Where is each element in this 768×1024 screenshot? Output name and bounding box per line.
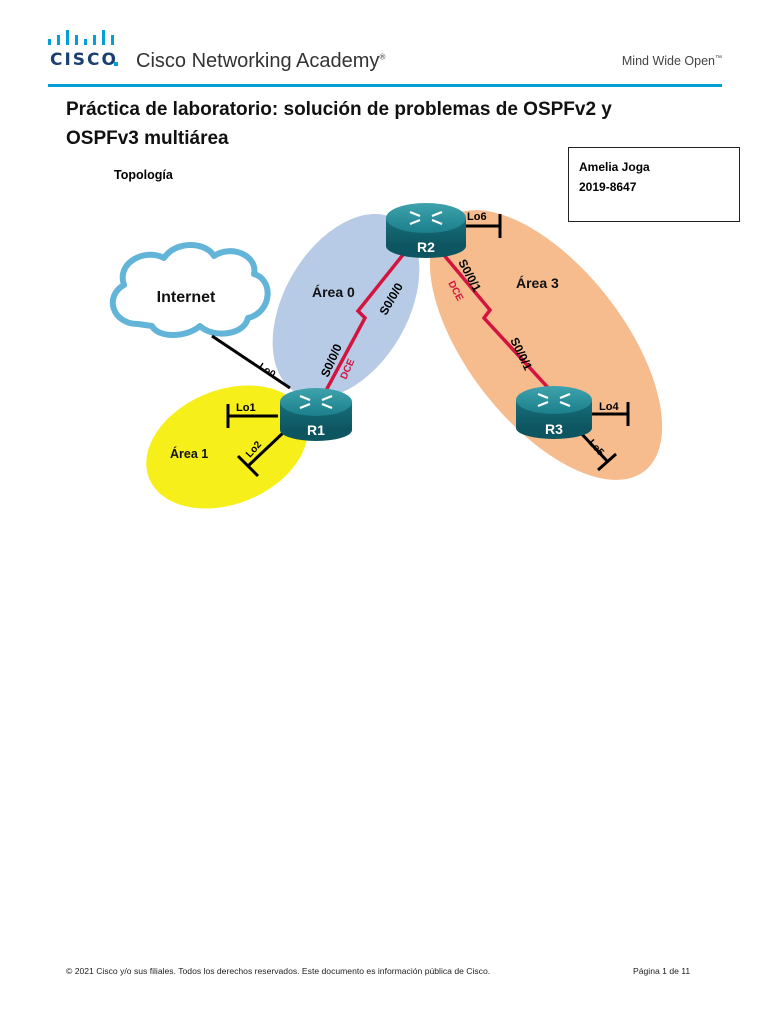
cisco-wordmark: CISCO (50, 50, 118, 70)
lo1-label: Lo1 (236, 402, 256, 414)
section-topology-label: Topología (114, 168, 173, 182)
lo6-label: Lo6 (467, 211, 487, 223)
registered-mark: ® (379, 52, 386, 62)
lo2-stub (236, 430, 286, 478)
tagline: Mind Wide Open™ (622, 54, 722, 68)
lo5-stub (576, 428, 617, 472)
area-3-label: Área 3 (516, 275, 559, 291)
router-r1-icon: R1 (280, 388, 352, 441)
lo4-label: Lo4 (599, 401, 619, 413)
author-box: Amelia Joga 2019-8647 (568, 147, 740, 222)
serial-r1-r2 (320, 234, 420, 399)
footer-copyright: © 2021 Cisco y/o sus filiales. Todos los… (66, 966, 491, 976)
footer-page-number: Página 1 de 11 (633, 966, 691, 976)
serial-r2-r3 (426, 234, 554, 394)
lo1-stub (226, 404, 278, 428)
router-r3-icon: R3 (516, 386, 592, 439)
title-line-2: OSPFv3 multiárea (66, 128, 229, 149)
r2-label: R2 (417, 239, 435, 255)
author-id: 2019-8647 (579, 180, 637, 194)
lo4-stub (590, 402, 630, 426)
academy-label: Cisco Networking Academy (136, 50, 380, 72)
internet-cloud: Internet (109, 242, 271, 338)
tagline-text: Mind Wide Open (621, 54, 715, 68)
author-name: Amelia Joga (579, 160, 650, 174)
page-header: CISCO Cisco Networking Academy® Mind Wid… (0, 0, 768, 90)
lo6-stub (460, 214, 502, 238)
document-title: Práctica de laboratorio: solución de pro… (66, 95, 706, 153)
cisco-logo-icon (48, 30, 114, 45)
area-0-label: Área 0 (312, 284, 355, 300)
area-3-shape (429, 210, 663, 480)
title-line-1: Práctica de laboratorio: solución de pro… (66, 99, 612, 120)
r3-label: R3 (545, 421, 563, 437)
router-r2-icon: R2 (386, 203, 466, 258)
area-0-shape (272, 214, 420, 398)
area-1-label: Área 1 (170, 446, 208, 461)
internet-link (211, 334, 291, 390)
tagline-tm: ™ (715, 54, 722, 62)
internet-label: Internet (157, 289, 216, 306)
cisco-dot-icon (114, 62, 118, 66)
header-rule (48, 84, 722, 87)
r1-label: R1 (307, 422, 325, 438)
academy-name: Cisco Networking Academy® (136, 50, 385, 73)
